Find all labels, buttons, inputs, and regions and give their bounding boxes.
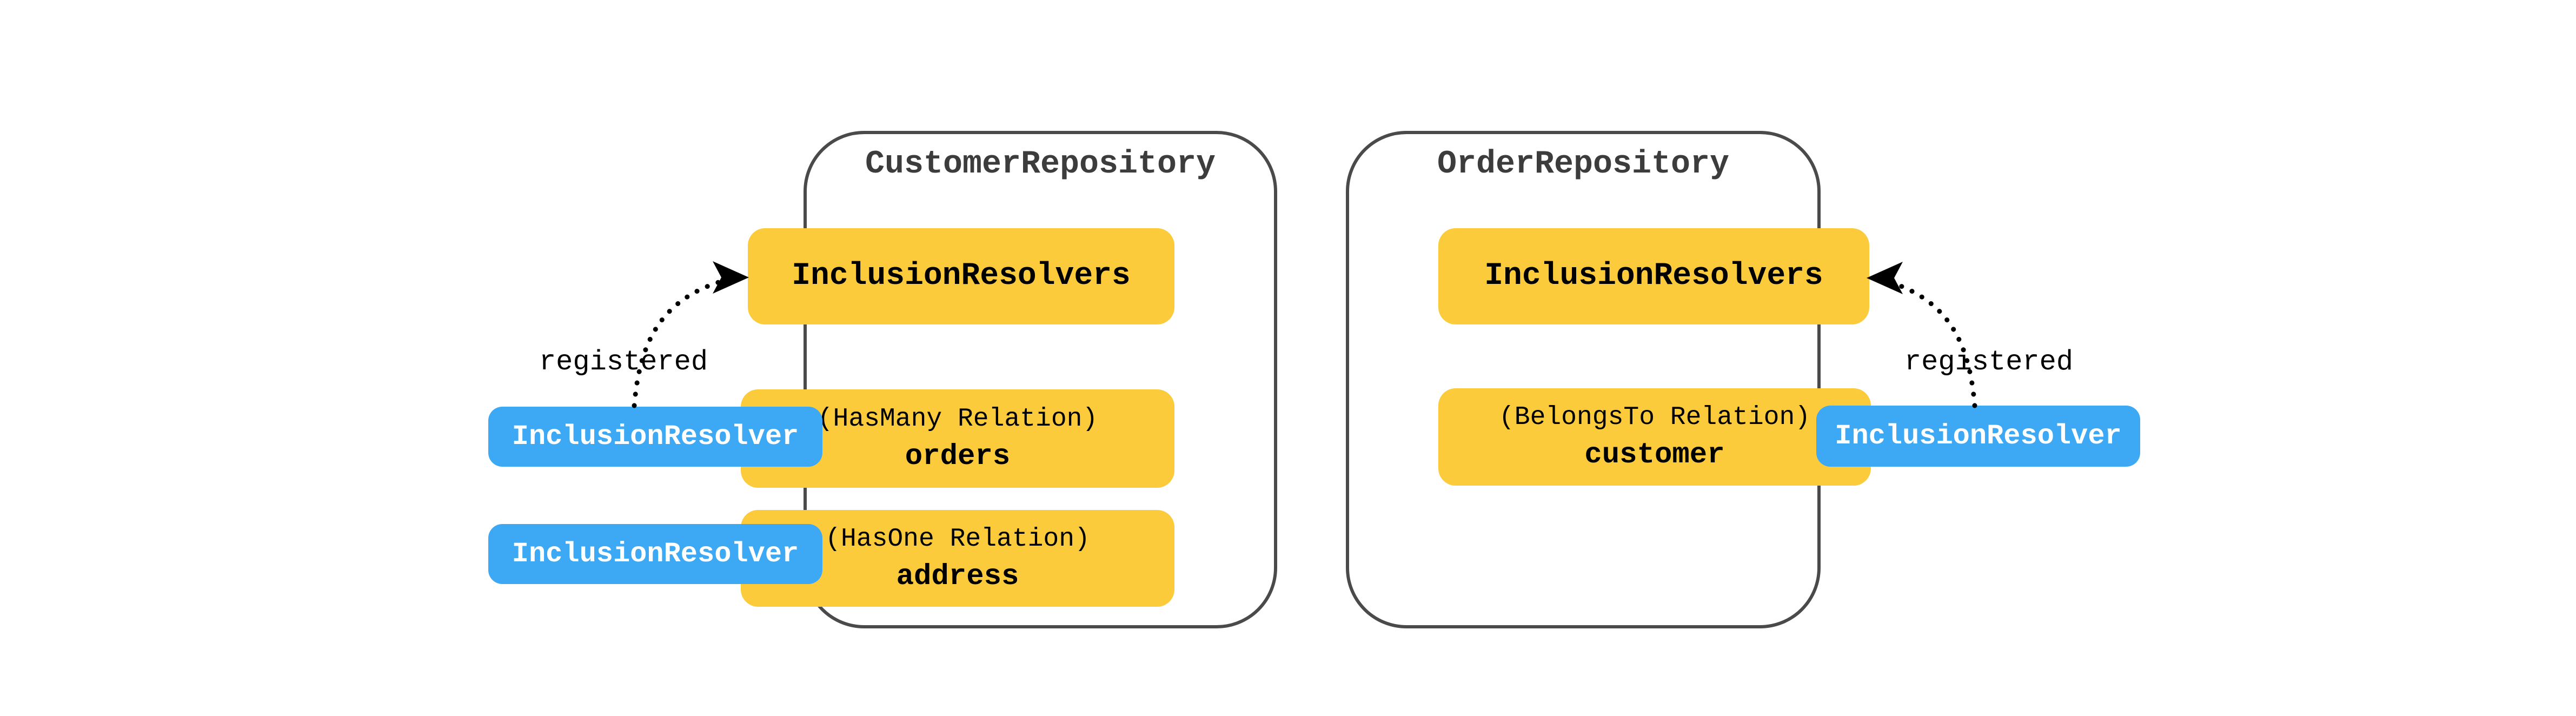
registered-arrow-left — [632, 279, 723, 408]
inclusion-resolvers-label: InclusionResolvers — [1484, 258, 1823, 294]
inclusion-resolver-chip: InclusionResolver — [1816, 406, 2140, 467]
relation-name-label: orders — [905, 440, 1011, 473]
relation-type-label: (HasMany Relation) — [817, 405, 1098, 434]
relation-name-label: customer — [1584, 439, 1725, 472]
arrowhead-right-icon — [713, 261, 749, 294]
relation-box-address: (HasOne Relation) address — [741, 510, 1174, 607]
customer-repository-title: CustomerRepository — [865, 146, 1216, 183]
relation-type-label: (BelongsTo Relation) — [1498, 403, 1811, 432]
inclusion-resolvers-label: InclusionResolvers — [792, 258, 1131, 294]
registered-label: registered — [539, 346, 708, 378]
customer-inclusion-resolvers-box: InclusionResolvers — [748, 228, 1174, 324]
relation-box-orders: (HasMany Relation) orders — [741, 389, 1174, 488]
registered-label: registered — [1904, 346, 2074, 378]
inclusion-resolver-chip: InclusionResolver — [488, 524, 822, 584]
inclusion-resolver-chip: InclusionResolver — [488, 407, 822, 467]
registered-arrow-right — [1886, 279, 1977, 408]
order-repository-container — [1346, 131, 1821, 628]
relation-box-customer: (BelongsTo Relation) customer — [1438, 388, 1871, 486]
order-inclusion-resolvers-box: InclusionResolvers — [1438, 228, 1869, 324]
relation-type-label: (HasOne Relation) — [825, 524, 1090, 554]
order-repository-title: OrderRepository — [1437, 146, 1730, 183]
customer-repository-container — [804, 131, 1277, 628]
arrowhead-left-icon — [1867, 262, 1903, 294]
relation-name-label: address — [896, 560, 1019, 593]
